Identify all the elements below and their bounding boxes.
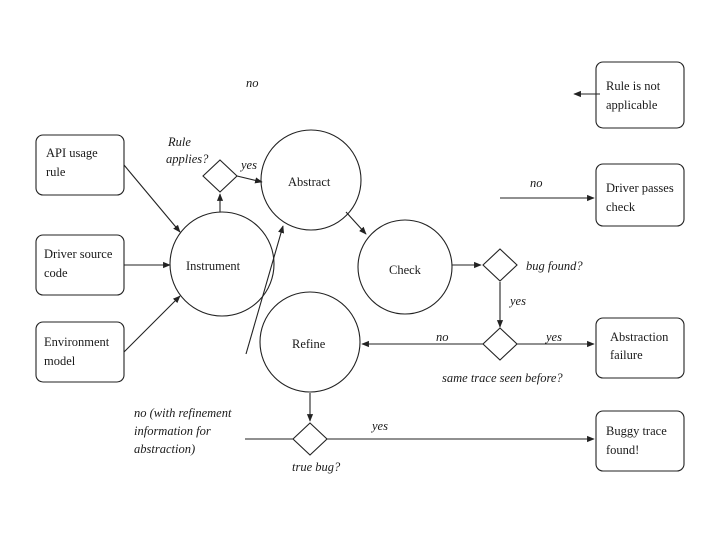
api-usage-rule-line1: API usage (46, 146, 98, 160)
environment-model-line2: model (44, 354, 76, 368)
no-passes-label: no (530, 176, 543, 190)
rule-not-applicable-box: Rule is not applicable (595, 61, 685, 129)
environment-model-line1: Environment (44, 335, 110, 349)
no-refinement-label-line1: no (with refinement (134, 406, 232, 420)
driver-source-code-line1: Driver source (44, 247, 113, 261)
check-label: Check (389, 263, 422, 277)
buggy-trace-found-line1: Buggy trace (606, 424, 667, 438)
rule-not-applicable-line1: Rule is not (606, 79, 661, 93)
api-usage-rule-line2: rule (46, 165, 66, 179)
env-to-instrument-arrow (123, 295, 181, 353)
instrument-process: Instrument (169, 211, 275, 317)
refinement-to-abstract-arrow (245, 225, 285, 355)
no-refinement-label-line3: abstraction) (134, 442, 195, 456)
yes-buggy-label: yes (370, 419, 388, 433)
driver-source-code-line2: code (44, 266, 68, 280)
buggy-trace-found-box: Buggy trace found! (595, 410, 685, 472)
yes-rule-label: yes (239, 158, 257, 172)
abstraction-failure-line1: Abstraction (610, 330, 669, 344)
api-usage-rule-box: API usage rule (35, 134, 125, 196)
instrument-label: Instrument (186, 259, 241, 273)
true-bug-diamond (292, 422, 328, 456)
abstraction-failure-box: Abstraction failure (595, 317, 685, 379)
yes-bug-label: yes (508, 294, 526, 308)
abstract-process: Abstract (260, 129, 362, 231)
driver-passes-check-box: Driver passes check (595, 163, 685, 227)
check-process: Check (357, 219, 453, 315)
rule-applies-diamond (202, 159, 238, 193)
environment-model-box: Environment model (35, 321, 125, 383)
buggy-trace-found-line2: found! (606, 443, 639, 457)
no-top-label: no (246, 76, 259, 90)
driver-passes-check-line1: Driver passes (606, 181, 674, 195)
rule-diamond-to-abstract-arrow (236, 175, 263, 184)
driver-passes-check-line2: check (606, 200, 636, 214)
same-trace-diamond (482, 327, 518, 361)
abstraction-failure-line2: failure (610, 348, 643, 362)
bug-found-diamond (482, 248, 518, 282)
true-bug-label: true bug? (292, 460, 341, 474)
abstract-label: Abstract (288, 175, 331, 189)
no-refine-label: no (436, 330, 449, 344)
refine-process: Refine (259, 291, 361, 393)
rule-not-applicable-line2: applicable (606, 98, 658, 112)
abstract-to-check-arrow (345, 211, 367, 235)
api-to-instrument-arrow (123, 164, 181, 233)
refine-label: Refine (292, 337, 326, 351)
bug-found-label: bug found? (526, 259, 583, 273)
driver-source-code-box: Driver source code (35, 234, 125, 296)
rule-applies-label-line2: applies? (166, 152, 209, 166)
no-refinement-label-line2: information for (134, 424, 211, 438)
yes-abstraction-label: yes (544, 330, 562, 344)
same-trace-label: same trace seen before? (442, 371, 563, 385)
rule-applies-label-line1: Rule (167, 135, 191, 149)
